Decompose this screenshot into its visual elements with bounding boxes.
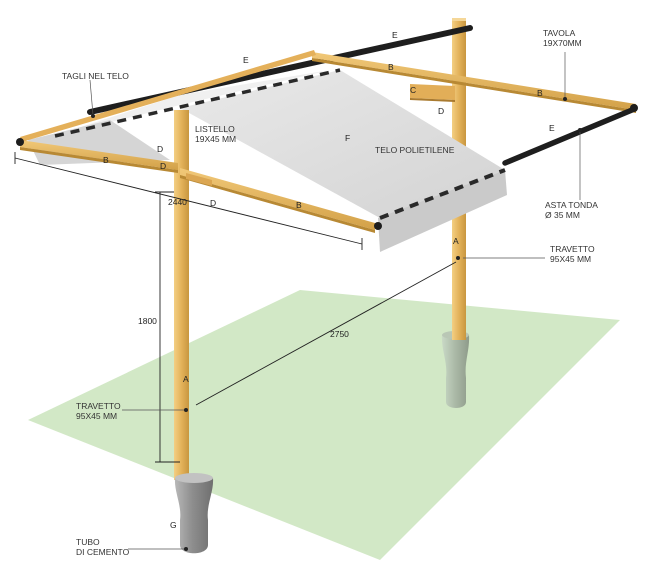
leader-lines — [89, 52, 581, 550]
letter-b-front: B — [296, 200, 302, 210]
label-tagli-nel-telo: TAGLI NEL TELO — [62, 71, 129, 81]
dimension-width: 2440 — [168, 197, 187, 207]
label-telo: TELO POLIETILENE — [375, 145, 455, 155]
label-tubo-line2: DI CEMENTO — [76, 547, 130, 557]
letter-e-left: E — [243, 55, 249, 65]
letter-b-left: B — [103, 155, 109, 165]
beam-front — [180, 168, 375, 233]
rod-end-left — [16, 138, 24, 146]
rod-end-front — [374, 222, 382, 230]
batten-d-left — [186, 173, 212, 186]
letter-e-top: E — [392, 30, 398, 40]
dimension-depth: 2750 — [330, 329, 349, 339]
dimension-height: 1800 — [138, 316, 157, 326]
label-tavola-line2: 19X70MM — [543, 38, 582, 48]
label-travetto-right-line2: 95X45 MM — [550, 254, 591, 264]
letter-b-back: B — [388, 62, 394, 72]
letter-d-left-top: D — [157, 144, 163, 154]
letter-c: C — [410, 85, 416, 95]
label-tavola-line1: TAVOLA — [543, 28, 576, 38]
polyethylene-sheet — [180, 70, 505, 218]
letter-a-left: A — [183, 374, 189, 384]
left-concrete-tube — [174, 473, 214, 554]
beam-left — [20, 140, 178, 173]
dimension-lines — [14, 152, 457, 463]
leader-dots — [91, 97, 582, 551]
left-post — [174, 110, 189, 480]
label-listello-line2: 19X45 MM — [195, 134, 236, 144]
letter-d-left: D — [160, 161, 166, 171]
label-travetto-left-line1: TRAVETTO — [76, 401, 121, 411]
label-asta-line2: Ø 35 MM — [545, 210, 580, 220]
letter-a-right: A — [453, 236, 459, 246]
label-listello-line1: LISTELLO — [195, 124, 235, 134]
label-travetto-left-line2: 95X45 MM — [76, 411, 117, 421]
label-travetto-right-line1: TRAVETTO — [550, 244, 595, 254]
label-tubo-line1: TUBO — [76, 537, 100, 547]
rod-end-right — [630, 104, 638, 112]
sheet-front-flap — [378, 170, 507, 252]
batten-c — [410, 84, 455, 102]
beam-back-right — [312, 52, 636, 113]
label-asta-line1: ASTA TONDA — [545, 200, 598, 210]
rod-right — [502, 107, 635, 166]
letter-d-right: D — [438, 106, 444, 116]
sheet-cut-edge-back — [54, 68, 341, 138]
sheet-cut-edge-front — [379, 168, 506, 220]
letter-d-front: D — [210, 198, 216, 208]
beam-back-left — [20, 50, 316, 142]
letter-g: G — [170, 520, 177, 530]
letter-e-right: E — [549, 123, 555, 133]
ground-area — [28, 290, 620, 560]
letter-f: F — [345, 133, 350, 143]
letter-b-right: B — [537, 88, 543, 98]
